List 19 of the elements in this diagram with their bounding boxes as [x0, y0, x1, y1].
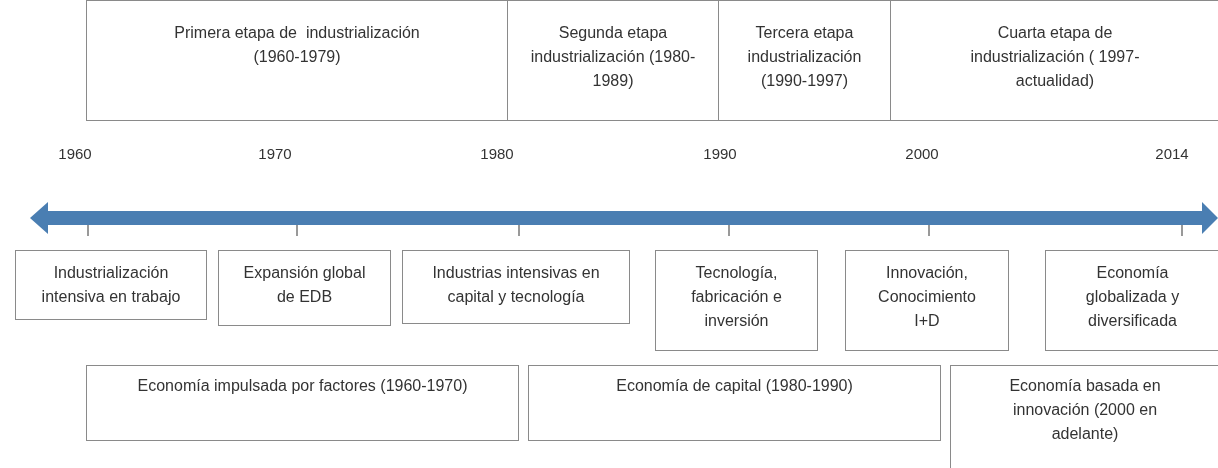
year-label: 2000: [905, 145, 939, 162]
milestone-box: Industrias intensivas en capital y tecnología: [402, 250, 630, 324]
milestone-box: Tecnología, fabricación e inversión: [655, 250, 818, 351]
year-label: 1960: [58, 145, 92, 162]
economy-phase-box: Economía impulsada por factores (1960-1970): [86, 365, 519, 441]
stage-box: Segunda etapa industrialización (1980-1989): [507, 0, 719, 121]
year-label: 1990: [703, 145, 737, 162]
stage-box: Tercera etapa industrialización (1990-1997): [718, 0, 891, 121]
year-label: 2014: [1155, 145, 1189, 162]
year-label: 1970: [258, 145, 292, 162]
stage-box: Primera etapa de industrialización (1960-1979): [86, 0, 508, 121]
milestone-box: Innovación, Conocimiento I+D: [845, 250, 1009, 351]
milestone-box: Economía globalizada y diversificada: [1045, 250, 1218, 351]
economy-phase-box: Economía de capital (1980-1990): [528, 365, 941, 441]
stage-box: Cuarta etapa de industrialización ( 1997-actualidad): [890, 0, 1218, 121]
year-label: 1980: [480, 145, 514, 162]
economy-phase-box: Economía basada en innovación (2000 en adelante): [950, 365, 1218, 468]
milestone-box: Expansión global de EDB: [218, 250, 391, 326]
milestone-box: Industrialización intensiva en trabajo: [15, 250, 207, 320]
